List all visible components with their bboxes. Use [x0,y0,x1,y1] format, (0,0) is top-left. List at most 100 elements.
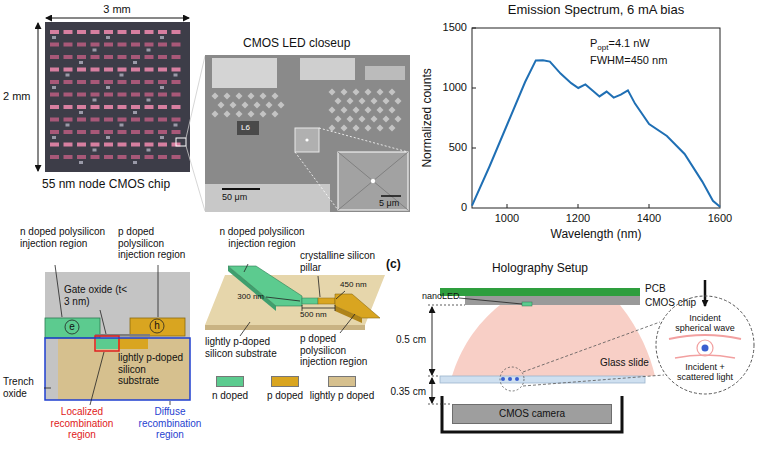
nanoled [522,302,532,306]
p-slab [335,294,380,318]
chip-cell [158,155,167,159]
led-spot [371,179,375,183]
micrograph-diamond [254,102,261,109]
label-text: Glass slide [600,357,649,369]
chip-cell [91,43,100,47]
chip-cell [91,130,100,134]
chip-cell [77,93,86,97]
node-text: CMOS camera [499,408,565,420]
label-text: n doped polysilicon injection region [212,226,312,249]
plot-frame [472,28,720,208]
chip-cell [172,68,181,72]
chip-cell [131,30,140,34]
chip-cell [131,118,140,122]
micrograph-diamond [341,125,348,132]
scale-bar [381,195,401,197]
chip-cell [91,68,100,72]
n-poly-region [45,318,100,338]
pyramid-edges [338,152,408,210]
dimension-arrow [432,378,433,403]
chip-cell [145,143,154,147]
chip-cell [158,118,167,122]
chip-cell [131,68,140,72]
chip-cell [118,155,127,159]
zoom-box [176,138,186,146]
substrate [58,338,190,400]
chip-cell [131,55,140,59]
chip-cell [50,105,59,109]
chip-cell [147,149,151,152]
chip-photo [45,22,190,172]
chip-cell [50,130,59,134]
label-text: 1000 [443,81,467,94]
oxide-region [45,272,190,338]
label-text: 3 mm [103,3,131,16]
micrograph-diamond [347,116,354,123]
chip-cell [91,143,100,147]
chip-cell [172,93,181,97]
node-text: Incident + scattered light [672,362,738,383]
micrograph-diamond [329,89,336,96]
chip-cell [118,130,127,134]
label-text: CMOS LED closeup [243,37,350,51]
chip-cell [158,30,167,34]
label-text: Localized recombination region [40,406,124,441]
chip-cell [93,99,97,102]
chip-cell [158,68,167,72]
chip-cell [64,68,73,72]
chip-cell [158,93,167,97]
chip-cell [64,43,73,47]
trench-oxide [45,338,58,400]
glass-slide [440,376,645,383]
chip-cell [64,143,73,147]
chip-cell [91,105,100,109]
node-text: Incident spherical wave [672,313,738,334]
pillar-p [318,298,335,304]
label-text: 1000 [495,212,519,225]
chip-cell [131,130,140,134]
micrograph-diamond [278,102,285,109]
chip-cell [50,43,59,47]
particle [702,345,709,352]
chip-cell [145,43,154,47]
micrograph-diamond [365,107,372,114]
chip-cell [145,30,154,34]
chip-cell [64,55,73,59]
legend-text: p doped [267,390,303,402]
light-cone [452,305,655,376]
p-poly-region [130,318,185,336]
chip-cell [93,49,97,52]
label-text: lightly p-doped silicon substrate [118,352,188,387]
cmos-chip [465,296,640,305]
label-text: Trench oxide [3,376,43,399]
chip-cell [158,105,167,109]
chip-cell [91,118,100,122]
chip-cell [174,74,178,77]
reference-lines [428,305,465,404]
chip-cell [77,143,86,147]
label-text: lightly p-doped silicon substrate [205,336,297,359]
chip-cell [172,118,181,122]
chip-cell [145,118,154,122]
micrograph-diamond [365,89,372,96]
chip-cell [104,105,113,109]
micrograph-diamond [341,107,348,114]
chip-cell [79,61,83,64]
legend-swatch [328,376,356,387]
micrograph-feature [237,121,259,135]
chip-cell [77,130,86,134]
micrograph-diamond [365,125,372,132]
label-text: 500 nm [300,310,327,319]
annotation-part: =4.1 nW [608,37,649,49]
scale-bar [222,188,260,190]
label-text: 300 nm [237,292,264,301]
chip-cell [50,80,59,84]
chip-cell [106,136,110,139]
chip-cell [172,155,181,159]
scattered-wave [697,340,713,356]
label-text: Wavelength (nm) [551,228,642,242]
micrograph-diamond [353,107,360,114]
chip-cell [120,74,124,77]
label-text: 0.35 cm [388,386,428,398]
